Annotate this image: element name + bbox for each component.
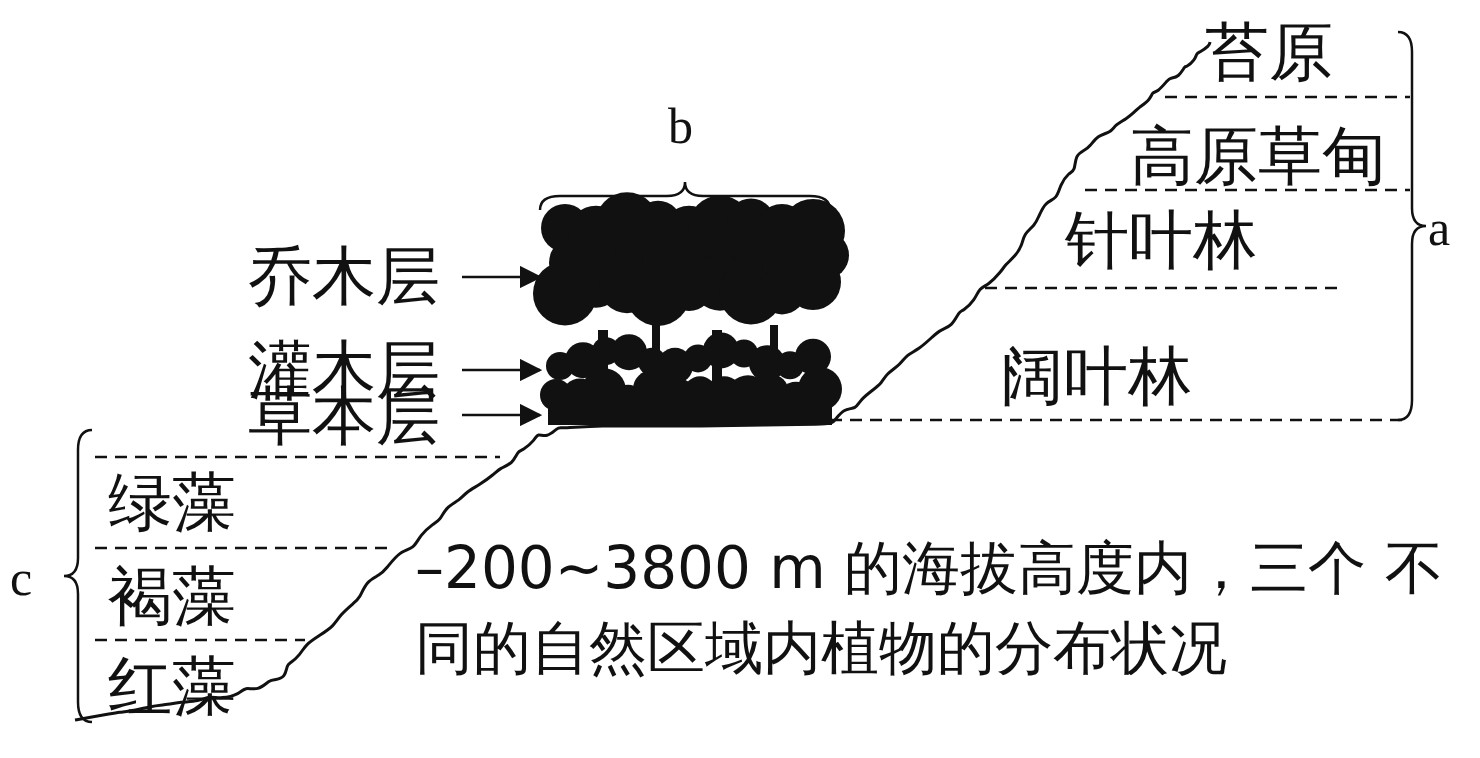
zone-label: 褐藻 [108,560,236,632]
bracket [64,430,92,722]
foliage [798,367,842,411]
foliage [795,339,831,375]
forest-illustration [533,192,849,425]
foliage [785,254,841,310]
bracket [1398,32,1426,420]
region-letter: b [668,98,693,154]
zone-boundary [95,547,395,550]
tree-trunk [652,325,660,400]
zone-boundary [830,419,1410,422]
region-letter: a [1428,200,1450,256]
zone-label: 阔叶林 [1000,340,1192,412]
zone-label: 绿藻 [108,466,236,538]
layer-label: 乔木层 [248,240,440,312]
zone-boundary [1165,96,1410,99]
caption: –200~3800 m 的海拔高度内，三个 不同的自然区域内植物的分布状况 [415,528,1470,688]
tree-trunk [712,330,722,400]
zone-label: 针叶林 [1065,204,1257,276]
zone-boundary [95,639,305,642]
leader-arrow [462,276,540,279]
tree-trunk [770,325,778,400]
zone-label: 高原草甸 [1130,120,1386,192]
tree-trunk [598,330,608,400]
zone-boundary [985,287,1345,290]
layer-label: 草本层 [248,380,440,452]
zone-boundary [95,456,500,459]
leader-arrow [462,414,540,417]
zone-label: 红藻 [108,650,236,722]
region-letter: c [10,550,32,606]
leader-arrow [462,369,540,372]
herb-layer [548,405,832,425]
zone-label: 苔原 [1205,16,1333,88]
